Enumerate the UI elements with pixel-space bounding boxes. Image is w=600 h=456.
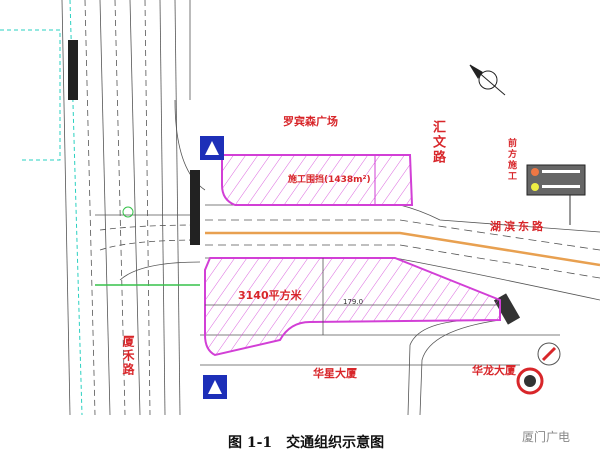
construction-zone-south: [204, 257, 501, 357]
figure-caption: 图 1-1 交通组织示意图: [228, 432, 398, 452]
plaza-label: 罗宾森广场: [283, 115, 338, 128]
construction-fence-label: 施工围挡(1438m²): [288, 175, 371, 185]
area-label: 3140平方米: [238, 289, 302, 302]
dimension-label: 179.0: [343, 298, 364, 306]
crosswalk-left: [68, 40, 78, 100]
construction-zone-north: [221, 154, 414, 206]
figure-title: 交通组织示意图: [286, 435, 385, 451]
crosswalk-main: [190, 170, 200, 245]
hubin-road-label: 湖滨东路: [490, 220, 546, 233]
huaxing-building-label: 华星大厦: [313, 367, 357, 380]
hualong-building-label: 华龙大厦: [472, 364, 516, 377]
xiahe-road-lanes: [61, 0, 206, 416]
center-line: [205, 231, 600, 267]
figure-number: 图 1-1: [228, 435, 273, 451]
north-arrow-icon: [469, 64, 506, 96]
xiahe-road-label: 厦禾路: [121, 335, 135, 377]
huiwen-road-label: 汇文路: [430, 120, 445, 165]
watermark: 厦门广电: [522, 430, 571, 444]
cyan-boundary: [0, 29, 61, 161]
ahead-construction-label: 前方施工: [506, 138, 516, 182]
